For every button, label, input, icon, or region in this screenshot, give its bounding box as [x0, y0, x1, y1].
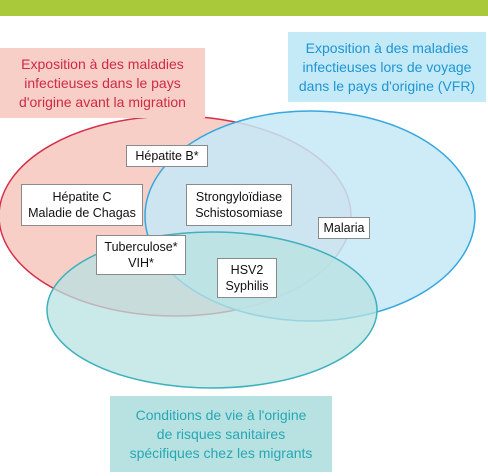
label-hepatite-c-text: Hépatite C [52, 190, 112, 204]
category-travel-line-2: infectieuses lors de voyage [302, 58, 472, 75]
label-tuberculose-text: Tuberculose* [104, 240, 178, 254]
label-hsv2-syphilis: HSV2 Syphilis [217, 258, 277, 298]
label-hsv2-text: HSV2 [230, 263, 264, 277]
label-malaria: Malaria [318, 217, 370, 239]
top-accent-bar [0, 0, 488, 16]
category-travel-box: Exposition à des maladies infectieuses l… [288, 32, 486, 102]
label-hepatite-c-chagas: Hépatite C Maladie de Chagas [21, 184, 143, 226]
category-travel-line-1: Exposition à des maladies [305, 39, 469, 56]
category-living-line-3: spécifiques chez les migrants [129, 444, 313, 461]
category-travel-line-3: dans le pays d'origine (VFR) [298, 77, 476, 94]
label-tuberculose-vih: Tuberculose* VIH* [96, 235, 186, 275]
label-hepatite-b-text: Hépatite B* [135, 149, 199, 163]
label-hepatite-b: Hépatite B* [126, 145, 208, 167]
label-vih-text: VIH* [128, 256, 154, 270]
label-strongyloidiase-text: Strongyloïdiase [195, 190, 283, 204]
category-origin-line-1: Exposition à des maladies [21, 55, 184, 72]
category-origin-box: Exposition à des maladies infectieuses d… [0, 48, 205, 118]
label-chagas-text: Maladie de Chagas [28, 206, 136, 220]
category-origin-line-2: infectieuses dans le pays [24, 74, 181, 91]
label-schistosomiase-text: Schistosomiase [195, 206, 283, 220]
category-living-box: Conditions de vie à l'origine de risques… [110, 396, 332, 472]
category-origin-line-3: d'origine avant la migration [19, 93, 186, 110]
category-living-line-1: Conditions de vie à l'origine [135, 406, 307, 423]
label-strongyloidiase: Strongyloïdiase Schistosomiase [186, 184, 292, 226]
category-living-line-2: de risques sanitaires [156, 425, 286, 442]
label-syphilis-text: Syphilis [225, 279, 269, 293]
label-malaria-text: Malaria [323, 221, 365, 235]
